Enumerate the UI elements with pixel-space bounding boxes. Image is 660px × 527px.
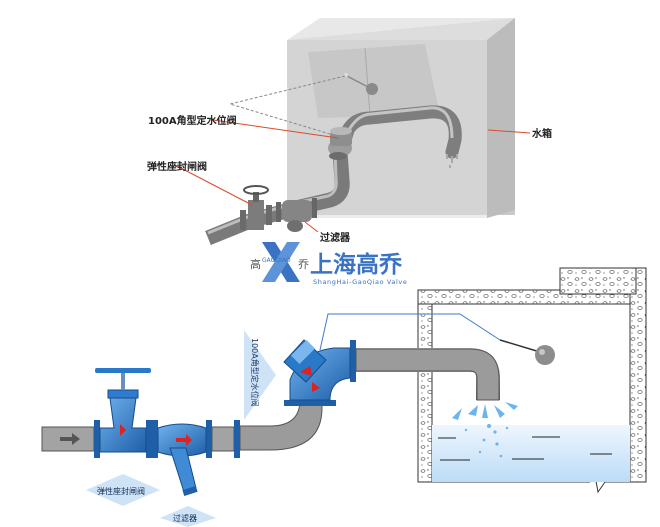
leader-water-tank (487, 129, 531, 134)
top-3d-scene: 100A角型定水位阀 水箱 弹性座封闸阀 过滤器 (147, 18, 552, 245)
flow-arrow (60, 433, 80, 445)
leader-gate-valve (174, 164, 253, 206)
logo-side-mid: GAOQIAO (262, 257, 291, 264)
logo-side-right: 乔 (298, 258, 309, 271)
water-level-marks (438, 436, 612, 461)
tank-top-face (287, 18, 515, 40)
tank-inner-box (308, 44, 440, 118)
logo-subtitle: ShangHai-GaoQiao Valve (313, 278, 407, 286)
riser-pipe-schematic (239, 399, 323, 451)
gate-valve-3d (240, 185, 272, 230)
logo-cn-name: 上海高乔 (310, 251, 403, 278)
bottom-schematic: 100A角型定水位阀 弹性座封闸阀 过滤器 (41, 267, 647, 527)
water-spray-3d (446, 154, 458, 168)
label-valve-100a-vertical: 100A角型定水位阀 (250, 338, 260, 407)
valve-100a-3d (328, 127, 352, 160)
label-banner-gate-valve: 弹性座封闸阀 (86, 474, 160, 506)
gate-valve-schematic (94, 368, 152, 458)
label-water-tank: 水箱 (531, 127, 552, 140)
valve-100a-schematic (283, 339, 356, 406)
strainer-schematic (152, 420, 212, 497)
label-banner-strainer: 过滤器 (160, 506, 216, 527)
label-gate-valve: 弹性座封闸阀 (147, 160, 207, 173)
label-gate-valve-bottom: 弹性座封闸阀 (97, 486, 145, 496)
company-logo: 高 GAOQIAO 乔 上海高乔 ShangHai-GaoQiao Valve (250, 242, 407, 286)
float-rod (344, 74, 371, 89)
water-splash (452, 402, 518, 458)
strainer-3d (276, 198, 317, 232)
label-strainer: 过滤器 (320, 231, 351, 244)
float-rod-schematic (499, 339, 541, 353)
label-valve-100a: 100A角型定水位阀 (148, 114, 237, 127)
control-line (319, 313, 501, 351)
float-ball-schematic (535, 345, 555, 365)
label-banner-valve-100a: 100A角型定水位阀 (244, 330, 276, 420)
tank-right-face (487, 18, 515, 218)
leader-strainer (304, 221, 319, 233)
float-ball (366, 83, 378, 95)
logo-x-mark (262, 242, 300, 282)
leader-valve-100a (212, 119, 339, 139)
logo-side-left: 高 (250, 257, 261, 271)
label-strainer-bottom: 过滤器 (173, 513, 197, 523)
